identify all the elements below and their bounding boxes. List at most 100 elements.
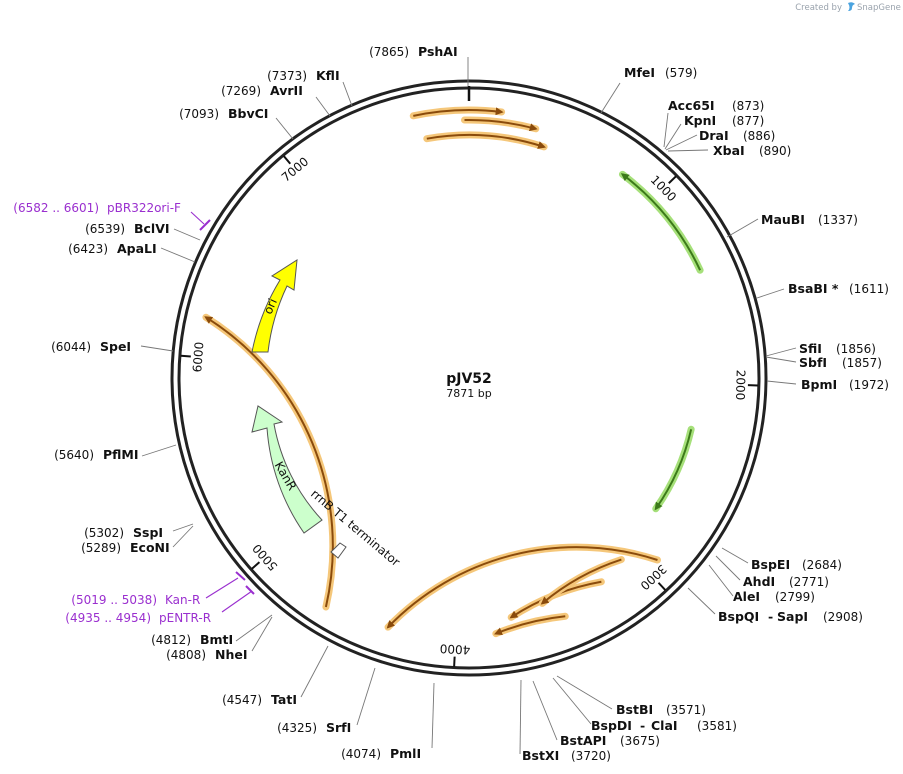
svg-text:pENTR-R: pENTR-R (159, 611, 211, 625)
enzyme-bstapi[interactable]: BstAPI (3675) (560, 733, 660, 748)
enzyme-apali[interactable]: (6423) ApaLI (68, 241, 157, 256)
svg-text:BpmI: BpmI (801, 377, 837, 392)
svg-text:EcoNI: EcoNI (130, 540, 170, 555)
feature-kanr[interactable]: KanR (251, 405, 323, 534)
orf-glow (507, 578, 605, 621)
svg-text:(7865): (7865) (369, 45, 409, 59)
orf-arrow[interactable] (426, 134, 546, 149)
enzyme-sbfi[interactable]: SbfI (1857) (799, 355, 882, 370)
svg-text:(3571): (3571) (666, 703, 706, 717)
svg-text:BspQI: BspQI (718, 609, 759, 624)
svg-text:Kan-R: Kan-R (165, 593, 200, 607)
enzyme-nhei[interactable]: (4808) NheI (166, 647, 247, 662)
tick-5000 (251, 561, 261, 570)
svg-text:(6044): (6044) (51, 340, 91, 354)
enzyme-tati[interactable]: (4547) TatI (222, 692, 297, 707)
enzyme-pflmi[interactable]: (5640) PflMI (54, 447, 138, 462)
enzyme-bmti[interactable]: (4812) BmtI (151, 632, 233, 647)
enzyme-pshai[interactable]: (7865) PshAI (369, 44, 458, 59)
enzyme-sspi[interactable]: (5302) SspI (84, 525, 163, 540)
primer-pentr-r[interactable]: (4935 .. 4954) pENTR-R (65, 585, 255, 625)
tick-6000 (180, 354, 191, 358)
svg-text:XbaI: XbaI (713, 143, 745, 158)
enzyme-bpmi[interactable]: BpmI (1972) (801, 377, 889, 392)
svg-text:-: - (768, 609, 773, 624)
svg-text:SpeI: SpeI (100, 339, 131, 354)
enzyme-bstbi[interactable]: BstBI (3571) (616, 702, 706, 717)
svg-text:(4074): (4074) (341, 747, 381, 761)
enzyme-sfii[interactable]: SfiI (1856) (799, 341, 876, 356)
enzyme-maubi[interactable]: MauBI (1337) (761, 212, 858, 227)
orf-glow (652, 425, 695, 513)
tick-3000 (657, 582, 667, 591)
orf-arrow[interactable] (494, 615, 566, 636)
enzyme-labels: (7865) PshAI MfeI (579) Acc65I (873) Kpn… (51, 44, 889, 763)
enzyme-bspei[interactable]: BspEI (2684) (751, 557, 842, 572)
svg-text:(3720): (3720) (571, 749, 611, 763)
orf-arrow[interactable] (204, 316, 334, 608)
svg-text:BbvCI: BbvCI (228, 106, 268, 121)
svg-text:KflI: KflI (316, 68, 340, 83)
enzyme-pmli[interactable]: (4074) PmlI (341, 746, 421, 761)
credit-brand: SnapGene (857, 3, 901, 13)
svg-text:BstAPI: BstAPI (560, 733, 606, 748)
svg-text:ApaLI: ApaLI (117, 241, 157, 256)
enzyme-drai[interactable]: DraI (886) (699, 128, 775, 143)
feature-rrnb-terminator[interactable]: rrnB T1 terminator (308, 487, 403, 570)
enzyme-xbai[interactable]: XbaI (890) (713, 143, 791, 158)
svg-text:(2908): (2908) (823, 610, 863, 624)
enzyme-bspdi-clai[interactable]: BspDI - ClaI (3581) (591, 718, 737, 733)
svg-text:SfiI: SfiI (799, 341, 822, 356)
svg-text:DraI: DraI (699, 128, 729, 143)
enzyme-kfli[interactable]: (7373) KflI (267, 68, 340, 83)
enzyme-alei[interactable]: AleI (2799) (733, 589, 815, 604)
svg-text:(873): (873) (732, 99, 764, 113)
svg-text:(7373): (7373) (267, 69, 307, 83)
svg-text:BsaBI *: BsaBI * (788, 281, 839, 296)
enzyme-kpni[interactable]: KpnI (877) (684, 113, 764, 128)
svg-text:(4935 .. 4954): (4935 .. 4954) (65, 611, 151, 625)
orf-arrow[interactable] (464, 119, 538, 132)
svg-text:BstBI: BstBI (616, 702, 653, 717)
orf-arrow[interactable] (540, 558, 622, 605)
svg-text:(6582 .. 6601): (6582 .. 6601) (13, 201, 99, 215)
enzyme-srfi[interactable]: (4325) SrfI (277, 720, 351, 735)
svg-text:(877): (877) (732, 114, 764, 128)
svg-text:(3675): (3675) (620, 734, 660, 748)
enzyme-bsabi[interactable]: BsaBI * (1611) (788, 281, 889, 296)
orf-arrow[interactable] (620, 173, 702, 271)
svg-text:AleI: AleI (733, 589, 760, 604)
svg-text:SbfI: SbfI (799, 355, 827, 370)
enzyme-bstxi[interactable]: BstXI (3720) (522, 748, 611, 763)
svg-text:(1611): (1611) (849, 282, 889, 296)
primer-pbr322ori-f[interactable]: (6582 .. 6601) pBR322ori-F (13, 201, 211, 231)
svg-text:(1337): (1337) (818, 213, 858, 227)
enzyme-acc65i[interactable]: Acc65I (873) (668, 98, 764, 113)
svg-text:(1972): (1972) (849, 378, 889, 392)
svg-text:(7093): (7093) (179, 107, 219, 121)
orf-arrow[interactable] (386, 546, 658, 629)
enzyme-leader-lines (140, 57, 797, 755)
svg-text:(3581): (3581) (697, 719, 737, 733)
enzyme-ahdi[interactable]: AhdI (2771) (743, 574, 829, 589)
svg-text:(4812): (4812) (151, 633, 191, 647)
feature-ori[interactable]: ori (251, 259, 298, 353)
enzyme-econi[interactable]: (5289) EcoNI (81, 540, 170, 555)
enzyme-bspqi-sapi[interactable]: BspQI - SapI (2908) (718, 609, 863, 624)
svg-text:(5302): (5302) (84, 526, 124, 540)
svg-text:AvrII: AvrII (270, 83, 303, 98)
enzyme-spei[interactable]: (6044) SpeI (51, 339, 131, 354)
svg-text:KpnI: KpnI (684, 113, 716, 128)
tick-1000 (668, 175, 677, 184)
orf-arrow[interactable] (413, 107, 504, 117)
enzyme-bclvi[interactable]: (6539) BclVI (85, 221, 169, 236)
orf-arrow[interactable] (654, 429, 693, 511)
feature-ori-label: ori (261, 296, 280, 316)
enzyme-avrii[interactable]: (7269) AvrII (221, 83, 303, 98)
plasmid-name: pJV52 (446, 371, 492, 387)
enzyme-mfei[interactable]: MfeI (579) (624, 65, 697, 80)
enzyme-bbvci[interactable]: (7093) BbvCI (179, 106, 268, 121)
svg-text:TatI: TatI (271, 692, 297, 707)
primer-kan-r[interactable]: (5019 .. 5038) Kan-R (71, 571, 246, 607)
